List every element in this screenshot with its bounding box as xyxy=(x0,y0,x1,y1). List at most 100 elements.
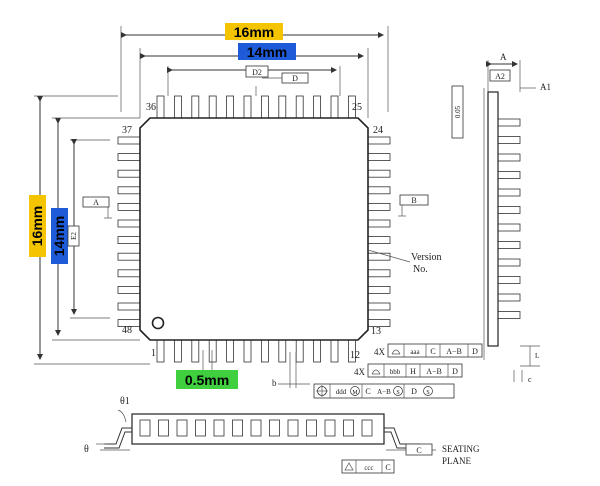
side-pin xyxy=(497,258,521,267)
label-theta1: θ1 xyxy=(120,396,130,407)
tolerance-row-1: 4X aaa C A−B D xyxy=(374,343,483,358)
side-pin xyxy=(497,223,521,232)
svg-text:M: M xyxy=(352,390,358,396)
highlight-16mm-top xyxy=(225,23,283,40)
left-pin xyxy=(117,169,141,178)
version-callout: Version No. xyxy=(367,249,442,275)
pin-label-37: 37 xyxy=(122,125,132,136)
side-pin xyxy=(497,276,521,284)
label-a-side: A xyxy=(500,52,507,62)
label-14mm-left: 14mm xyxy=(51,216,67,256)
dimension-d2: D2 xyxy=(167,65,341,96)
label-a1: A1 xyxy=(540,82,551,92)
tolerance-row-3: ddd M C A−B S D S xyxy=(313,383,455,399)
bottom-view-lead xyxy=(158,419,169,437)
svg-text:A−B: A−B xyxy=(446,347,462,356)
label-version: Version xyxy=(411,252,442,263)
tolerance-row-2: 4X bbb H A−B D xyxy=(354,363,463,378)
bottom-view-lead xyxy=(343,419,354,437)
pin-label-24: 24 xyxy=(373,125,383,136)
right-pin xyxy=(367,202,391,211)
right-pin xyxy=(367,219,391,228)
highlight-16mm-left xyxy=(29,195,46,257)
left-pin xyxy=(117,153,141,162)
svg-text:S: S xyxy=(396,390,399,396)
highlight-14mm-left xyxy=(51,208,68,264)
svg-text:C: C xyxy=(385,463,390,472)
bottom-pin xyxy=(260,339,269,363)
svg-text:D: D xyxy=(452,367,458,376)
left-pin xyxy=(117,302,141,311)
svg-text:bbb: bbb xyxy=(390,368,401,376)
label-plane: PLANE xyxy=(442,456,472,466)
top-pin-row xyxy=(156,95,356,119)
bottom-pin xyxy=(295,339,304,363)
top-pin xyxy=(295,95,304,119)
svg-text:D: D xyxy=(411,387,417,396)
label-16mm-top: 16mm xyxy=(234,24,274,40)
top-pin xyxy=(278,95,287,119)
svg-text:D: D xyxy=(472,347,478,356)
svg-text:S: S xyxy=(426,390,429,396)
bottom-view-lead xyxy=(250,419,262,437)
pin-label-36: 36 xyxy=(146,102,156,113)
top-pin xyxy=(156,95,165,119)
datum-d-frame: D xyxy=(255,72,309,96)
left-pin xyxy=(117,236,141,245)
bottom-pin xyxy=(191,339,200,363)
side-pin xyxy=(497,241,521,249)
label-c-side: c xyxy=(528,375,532,384)
bottom-view-leads xyxy=(139,419,373,437)
svg-text:H: H xyxy=(410,367,416,376)
label-datum-c: C xyxy=(416,446,421,455)
label-theta: θ xyxy=(84,444,89,455)
package-body xyxy=(139,117,369,341)
top-pin xyxy=(313,95,322,119)
bottom-pin xyxy=(278,339,287,363)
right-pin xyxy=(367,153,391,162)
left-pin xyxy=(117,269,141,278)
pin1-marker xyxy=(151,316,165,330)
svg-text:A−B: A−B xyxy=(426,367,442,376)
bottom-view-lead xyxy=(176,419,188,437)
svg-text:C: C xyxy=(365,387,370,396)
dimension-14mm-vertical: 14mm xyxy=(51,117,140,341)
datum-b-frame: B xyxy=(398,194,429,217)
svg-text:ccc: ccc xyxy=(364,464,373,472)
right-pin-column xyxy=(367,136,391,328)
bottom-view-lead xyxy=(287,419,299,437)
bottom-view-lead xyxy=(361,419,373,437)
svg-text:aaa: aaa xyxy=(410,348,420,356)
side-view-body xyxy=(487,91,499,347)
dimension-e2: E2 xyxy=(67,139,110,319)
svg-text:ddd: ddd xyxy=(336,388,347,396)
label-flatness: 0.05 xyxy=(454,105,462,118)
top-pin xyxy=(173,95,182,119)
pin-label-25: 25 xyxy=(352,102,362,113)
bottom-view-lead xyxy=(213,419,225,437)
top-pin xyxy=(226,95,235,119)
side-pin xyxy=(497,171,521,179)
side-pin xyxy=(497,118,521,127)
bottom-pin xyxy=(243,339,252,363)
left-pin xyxy=(117,285,141,294)
pin-label-48: 48 xyxy=(122,325,132,336)
top-pin xyxy=(330,95,339,119)
bottom-pin xyxy=(156,339,165,363)
svg-text:4X: 4X xyxy=(354,367,366,377)
side-pin xyxy=(497,188,521,197)
bottom-view-lead xyxy=(324,419,336,437)
label-datum-b: B xyxy=(411,196,416,205)
side-pin xyxy=(497,293,521,302)
top-pin xyxy=(191,95,200,119)
bottom-view-lead xyxy=(195,419,206,437)
bottom-pin xyxy=(208,339,217,363)
right-pin xyxy=(367,302,391,311)
label-seating: SEATING xyxy=(442,444,480,454)
label-b: b xyxy=(272,378,277,388)
label-d2: D2 xyxy=(252,68,262,77)
label-a2: A2 xyxy=(495,72,505,81)
label-l-side: L xyxy=(535,352,539,360)
left-pin-column xyxy=(117,136,141,328)
